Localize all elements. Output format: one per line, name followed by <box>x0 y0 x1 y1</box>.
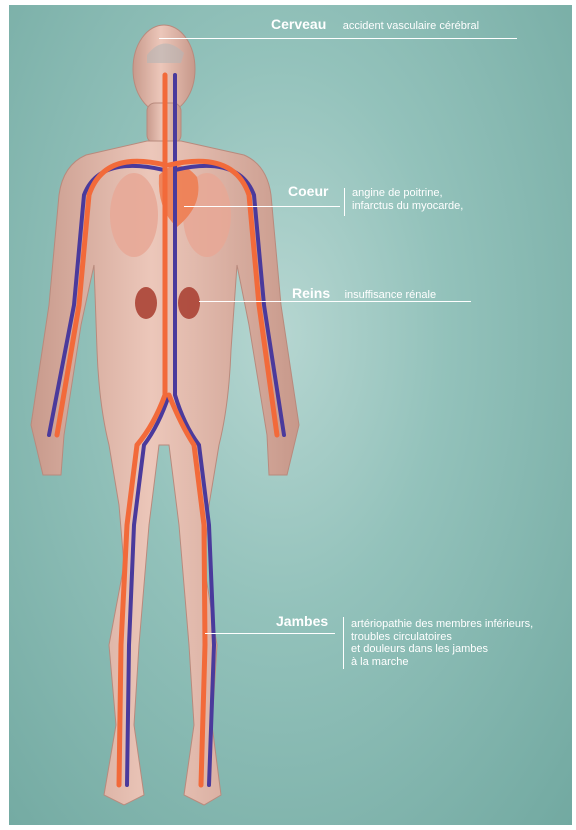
coeur-callout-line <box>184 206 340 207</box>
jambes-description-line: à la marche <box>351 656 533 669</box>
jambes-title-text: Jambes <box>276 613 328 629</box>
jambes-description-line: artériopathie des membres inférieurs, <box>351 618 533 631</box>
cerveau-title: Cerveau <box>271 16 326 32</box>
cerveau-description: accident vasculaire cérébral <box>343 20 479 32</box>
left-lung <box>110 173 158 257</box>
jambes-description-line: et douleurs dans les jambes <box>351 643 533 656</box>
coeur-title: Coeur <box>288 183 328 199</box>
reins-description: insuffisance rénale <box>345 289 437 301</box>
jambes-description: artériopathie des membres inférieurs, tr… <box>351 618 533 668</box>
jambes-callout-line <box>205 633 335 634</box>
jambes-bracket <box>343 617 344 669</box>
coeur-bracket <box>344 188 345 216</box>
coeur-description: angine de poitrine, infarctus du myocard… <box>352 187 463 212</box>
human-body-illustration <box>9 5 572 825</box>
cerveau-label: Cerveau accident vasculaire cérébral <box>271 16 479 34</box>
coeur-description-line: angine de poitrine, <box>352 187 463 200</box>
reins-title: Reins <box>292 285 330 301</box>
cerveau-callout-line <box>159 38 517 39</box>
jambes-description-line: troubles circulatoires <box>351 631 533 644</box>
right-kidney <box>178 287 200 319</box>
jambes-title: Jambes <box>276 613 328 631</box>
reins-label: Reins insuffisance rénale <box>292 285 436 303</box>
illustration-panel: Cerveau accident vasculaire cérébral Coe… <box>9 5 572 825</box>
coeur-description-line: infarctus du myocarde, <box>352 200 463 213</box>
left-kidney <box>135 287 157 319</box>
